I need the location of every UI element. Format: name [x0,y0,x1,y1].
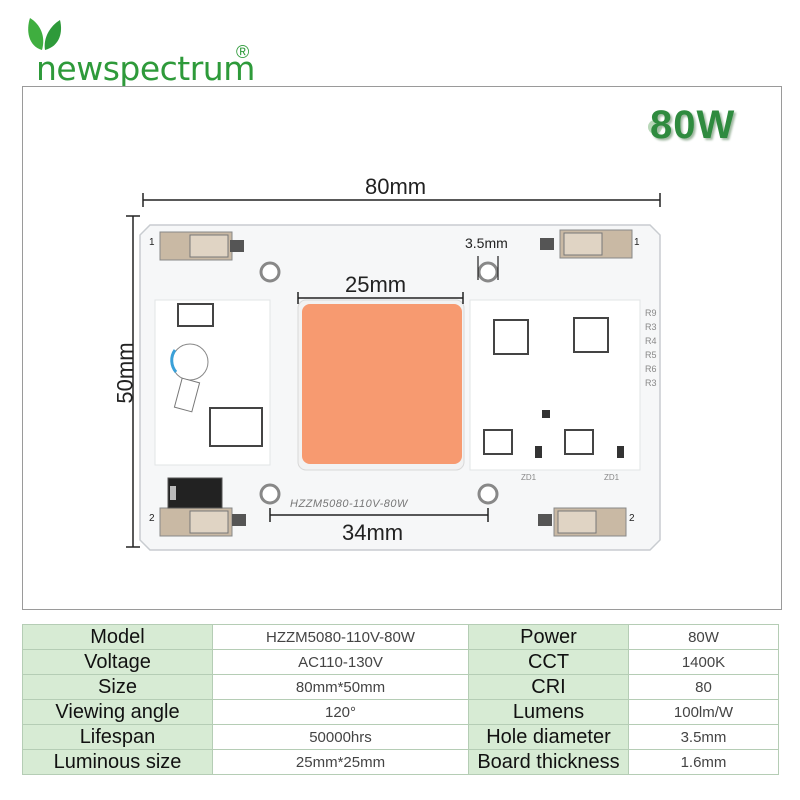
height-dimension-line [126,215,140,548]
cob-board-diagram [126,193,661,551]
spec-value: 1400K [628,649,779,675]
spec-value: 1.6mm [628,749,779,775]
chip-size-label: 25mm [345,272,407,297]
hole-spacing-label: 34mm [342,520,404,545]
wattage-badge: 80W [650,103,736,147]
spec-value: 120° [212,699,469,725]
right-ic-2 [573,317,609,353]
brand-logo: newspectrum ® [10,10,260,85]
terminal-bottom-left [159,507,246,537]
led-chip [302,304,462,464]
resistor-label: R9 [645,308,657,318]
spec-label: Lifespan [22,724,213,750]
resistor-label: R5 [645,350,657,360]
board-model-print: HZZM5080-110V-80W [290,498,408,510]
spec-label: CCT [468,649,629,675]
capacitor-icon [171,343,209,381]
left-component-top [177,303,214,327]
terminal-bottom-right [538,507,627,537]
left-component-bottom [209,407,263,447]
hole-diameter-label: 3.5mm [465,235,508,251]
spec-value: 80W [628,624,779,650]
spec-label: Lumens [468,699,629,725]
spec-value: AC110-130V [212,649,469,675]
spec-label: Hole diameter [468,724,629,750]
registered-mark: ® [236,42,250,62]
right-ic-3 [483,429,513,455]
mounting-hole-top-left [259,261,281,283]
resistor-label: R3 [645,378,657,388]
mounting-hole-bottom-left [259,483,281,505]
spec-label: Model [22,624,213,650]
diode-label: ZD1 [604,473,620,482]
width-dimension-line [142,193,661,207]
pin-label-2: 2 [149,513,155,524]
resistor-label: R6 [645,364,657,374]
spec-label: Size [22,674,213,700]
board-width-label: 80mm [365,174,427,199]
terminal-top-left [159,231,244,261]
mounting-holes [259,261,499,505]
spec-value: 50000hrs [212,724,469,750]
spec-label: Board thickness [468,749,629,775]
resistor-label: R4 [645,336,657,346]
badge-dot-icon [648,120,662,134]
diode-label: ZD1 [521,473,537,482]
hole-spacing-dimension-line [269,508,489,522]
spec-value: 80 [628,674,779,700]
spec-value: HZZM5080-110V-80W [212,624,469,650]
rectifier-component [167,477,223,509]
right-ic-4 [564,429,594,455]
spec-value: 25mm*25mm [212,749,469,775]
spec-label: CRI [468,674,629,700]
spec-value: 3.5mm [628,724,779,750]
hole-dimension-line [477,256,499,280]
pin-label-1b: 1 [634,237,640,248]
brand-name: newspectrum [36,49,255,88]
spec-label: Voltage [22,649,213,675]
pin-label-1: 1 [149,237,155,248]
chip-dimension-line [297,292,464,304]
resistor-label: R3 [645,322,657,332]
spec-label: Power [468,624,629,650]
right-ic-1 [493,319,529,355]
pin-label-2b: 2 [629,513,635,524]
terminal-top-right [540,229,633,259]
board-height-label: 50mm [112,342,138,404]
mounting-hole-bottom-right [477,483,499,505]
spec-value: 100lm/W [628,699,779,725]
mounting-hole-top-right [477,261,499,283]
leaf-icon [28,18,62,50]
spec-label: Luminous size [22,749,213,775]
spec-label: Viewing angle [22,699,213,725]
spec-value: 80mm*50mm [212,674,469,700]
